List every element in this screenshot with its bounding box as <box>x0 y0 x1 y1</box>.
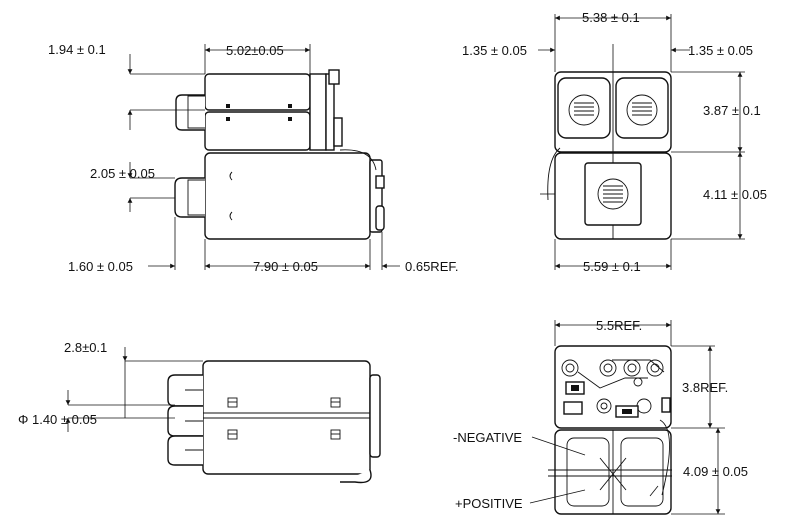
side-view <box>127 44 400 270</box>
pcb-component-4 <box>661 397 671 413</box>
dim-end-left-pitch: 1.35 ± 0.05 <box>462 43 527 58</box>
dim-pcb-height-ref: 3.8REF. <box>682 380 728 395</box>
dim-lower-body-height: 4.09 ± 0.05 <box>683 464 748 479</box>
label-positive: +POSITIVE <box>455 496 523 511</box>
dim-end-bottom-width: 5.59 ± 0.1 <box>583 259 641 274</box>
lower-lead-lower <box>375 205 385 231</box>
dim-terminal-offset: 1.60 ± 0.05 <box>68 259 133 274</box>
dim-bottom-left-height: 2.8±0.1 <box>64 340 107 355</box>
upper-lead-frame <box>325 73 335 151</box>
upper-end-cap <box>309 73 327 151</box>
left-contact-pad <box>557 77 611 139</box>
dim-side-terminal-height: 2.05 ± 0.05 <box>90 166 155 181</box>
pcb-view <box>529 320 725 515</box>
dim-pcb-width-ref: 5.5REF. <box>596 318 642 333</box>
upper-cell-top <box>204 73 311 111</box>
dim-end-upper-height: 3.87 ± 0.1 <box>703 103 761 118</box>
top-view <box>65 347 381 484</box>
upper-cell-bottom <box>204 111 311 151</box>
top-view-terminals <box>167 374 203 466</box>
connection-wire <box>339 149 377 171</box>
upper-lead-tab <box>328 69 340 85</box>
dim-end-lower-height: 4.11 ± 0.05 <box>703 187 767 202</box>
lower-terminal <box>174 177 205 218</box>
lower-body <box>204 152 371 240</box>
upper-terminal <box>175 94 205 131</box>
pcb-board <box>554 345 672 429</box>
dim-lead-ref: 0.65REF. <box>405 259 458 274</box>
label-negative: -NEGATIVE <box>453 430 522 445</box>
right-contact-pad <box>615 77 669 139</box>
dim-overall-length: 7.90 ± 0.05 <box>253 259 318 274</box>
dim-pin-diameter: Φ 1.40 ± 0.05 <box>18 412 97 427</box>
dim-top-left-body-width: 5.02±0.05 <box>226 43 284 58</box>
lower-lead-upper <box>375 175 385 189</box>
pcb-component-2 <box>563 401 583 415</box>
dim-end-top-width: 5.38 ± 0.1 <box>582 10 640 25</box>
dim-top-left-height: 1.94 ± 0.1 <box>48 42 106 57</box>
dim-end-right-pitch: 1.35 ± 0.05 <box>688 43 753 58</box>
top-view-body <box>202 360 371 475</box>
top-view-end-cap <box>369 374 381 458</box>
upper-lead-tab-low <box>333 117 343 147</box>
end-view <box>538 14 745 270</box>
